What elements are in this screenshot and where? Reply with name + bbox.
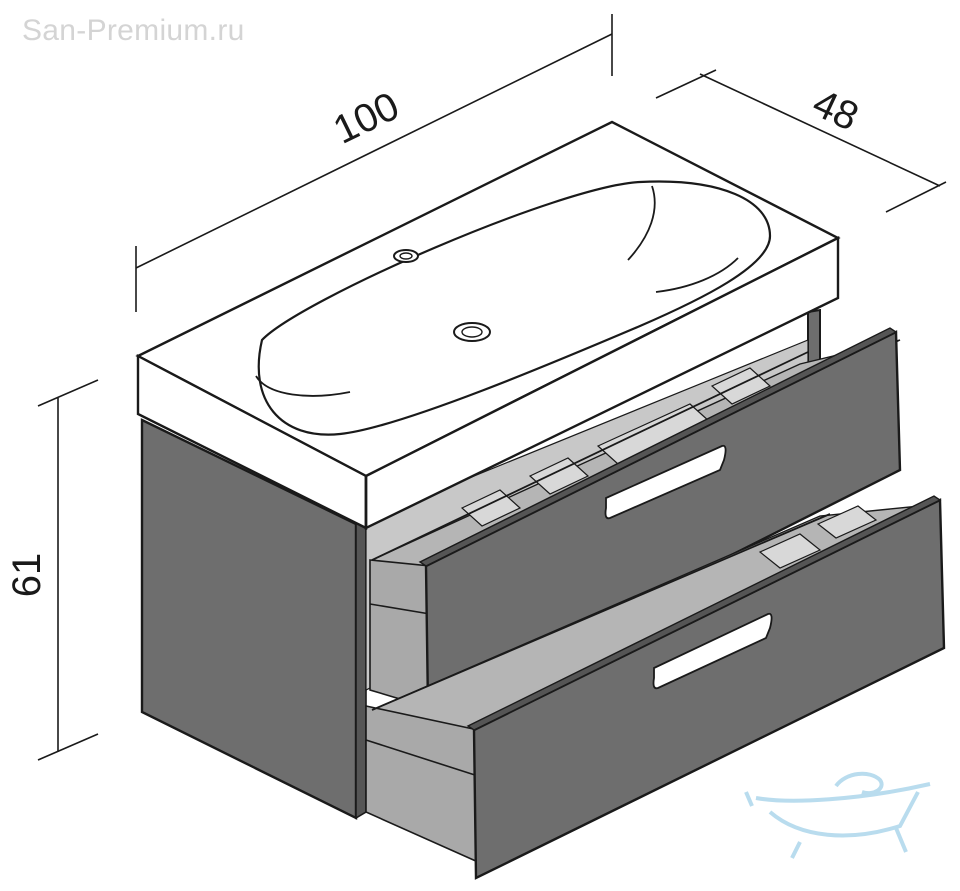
depth-dimension-label: 48 bbox=[806, 81, 865, 140]
drain-hole-inner bbox=[461, 326, 483, 338]
width-dimension-label: 100 bbox=[327, 84, 406, 153]
lower-drawer[interactable] bbox=[365, 495, 946, 880]
lower-drawer-side-rail bbox=[365, 739, 479, 777]
bathtub-logo-icon bbox=[744, 771, 931, 859]
lower-drawer-side bbox=[365, 705, 479, 864]
height-dimension-tick-top bbox=[37, 379, 99, 407]
basin-bowl-inner-right bbox=[627, 185, 739, 293]
washbasin bbox=[135, 120, 841, 530]
lower-drawer-front-top-edge bbox=[466, 495, 942, 731]
lower-drawer-handle[interactable] bbox=[652, 612, 773, 690]
drain-hole bbox=[453, 322, 491, 342]
upper-drawer-front-top-edge bbox=[418, 327, 898, 567]
cabinet-front-edge bbox=[355, 518, 367, 820]
width-dimension-line bbox=[135, 33, 613, 269]
upper-drawer-back-edge bbox=[371, 351, 809, 561]
depth-dimension-tick-top bbox=[655, 69, 717, 99]
height-dimension-tick-bottom bbox=[37, 733, 99, 761]
basin-bowl-inner-left bbox=[255, 375, 351, 397]
lower-drawer-back-edge bbox=[371, 513, 831, 711]
basin-bowl bbox=[257, 180, 772, 436]
tap-hole-inner bbox=[399, 252, 413, 260]
upper-drawer-side-rail bbox=[369, 603, 431, 615]
upper-drawer[interactable] bbox=[369, 327, 902, 710]
upper-drawer-handle[interactable] bbox=[604, 444, 727, 520]
height-dimension-label: 61 bbox=[5, 553, 49, 598]
watermark-text: San-Premium.ru bbox=[22, 14, 245, 47]
lower-drawer-dividers bbox=[758, 505, 878, 569]
width-dimension bbox=[135, 14, 613, 312]
depth-dimension-tick-bottom bbox=[885, 181, 947, 213]
depth-dimension bbox=[655, 69, 947, 213]
tap-hole bbox=[393, 249, 419, 263]
upper-drawer-side bbox=[369, 559, 431, 710]
depth-dimension-line bbox=[699, 73, 941, 187]
height-dimension bbox=[37, 379, 99, 761]
